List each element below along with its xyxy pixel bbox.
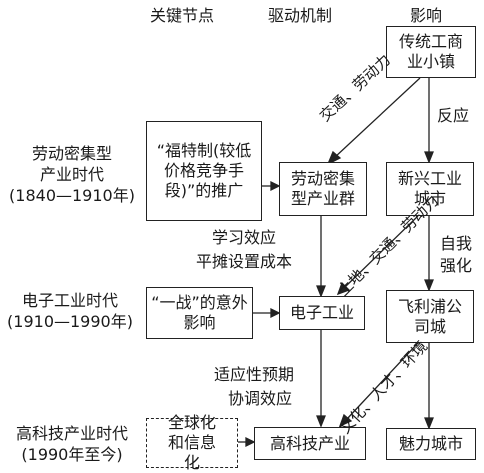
mechanism-cost-sharing: 平摊设置成本 [196, 252, 293, 271]
node-traditional-town-label: 传统工商业小镇 [398, 32, 463, 71]
arrowhead [338, 413, 353, 428]
arrow-town-to-labor-cluster [333, 77, 421, 159]
node-traditional-town: 传统工商业小镇 [386, 26, 476, 78]
node-labor-cluster: 劳动密集型产业群 [279, 162, 367, 216]
era-electronics: 电子工业时代 (1910—1990年) [0, 290, 140, 332]
label-reaction: 反应 [437, 106, 470, 125]
node-philips-city: 飞利浦公司城 [386, 290, 474, 343]
era-period: (1990年至今) [21, 445, 123, 464]
arrowhead [316, 285, 326, 298]
era-hightech: 高科技产业时代 (1990年至今) [0, 423, 144, 465]
arrowhead [316, 415, 326, 428]
node-ww1: “一战”的意外影响 [146, 287, 253, 339]
header-driving-mechanism: 驱动机制 [268, 6, 333, 25]
node-charm-city-label: 魅力城市 [398, 434, 463, 453]
node-hightech-label: 高科技产业 [269, 433, 350, 453]
node-charm-city: 魅力城市 [386, 428, 476, 460]
arrow-philips-to-hightech [345, 342, 419, 421]
header-impact: 影响 [410, 6, 443, 25]
arrowhead [424, 151, 434, 164]
era-labor-intensive: 劳动密集型 产业时代 (1840—1910年) [2, 143, 142, 206]
node-electronics: 电子工业 [279, 296, 365, 330]
node-ford-label: “福特制(较低价格竞争手段)”的推广 [156, 141, 252, 200]
header-key-nodes: 关键节点 [150, 6, 215, 25]
era-name: 电子工业时代 [21, 291, 118, 310]
mechanism-coordination-effect: 协调效应 [228, 389, 293, 408]
node-electronics-label: 电子工业 [289, 303, 354, 322]
node-new-industrial-city: 新兴工业城市 [386, 162, 474, 216]
node-ww1-label: “一战”的意外影响 [151, 293, 248, 332]
node-labor-cluster-label: 劳动密集型产业群 [290, 169, 355, 208]
arrowhead [326, 150, 342, 166]
era-period: (1840—1910年) [9, 186, 135, 205]
arrow-new-city-to-electronics [343, 215, 419, 289]
era-name: 劳动密集型 产业时代 [31, 144, 112, 184]
arrowhead [336, 281, 351, 296]
mechanism-learning-effect: 学习效应 [212, 228, 277, 247]
node-ford-system: “福特制(较低价格竞争手段)”的推广 [146, 121, 262, 221]
node-philips-city-label: 飞利浦公司城 [397, 296, 462, 336]
node-new-city-label: 新兴工业城市 [397, 169, 462, 208]
era-period: (1910—1990年) [7, 312, 133, 331]
arrowhead [270, 180, 281, 192]
node-globalization-label: 全球化和信息化 [167, 413, 216, 472]
arrowhead [424, 417, 434, 430]
arrowhead [270, 307, 281, 319]
era-name: 高科技产业时代 [15, 424, 128, 443]
mechanism-adaptive-expectation: 适应性预期 [214, 365, 295, 384]
node-hightech: 高科技产业 [254, 427, 366, 460]
label-self-reinforce: 自我强化 [440, 234, 473, 275]
arrowhead [424, 279, 434, 292]
node-globalization: 全球化和信息化 [146, 413, 238, 472]
arrowhead [245, 436, 256, 448]
